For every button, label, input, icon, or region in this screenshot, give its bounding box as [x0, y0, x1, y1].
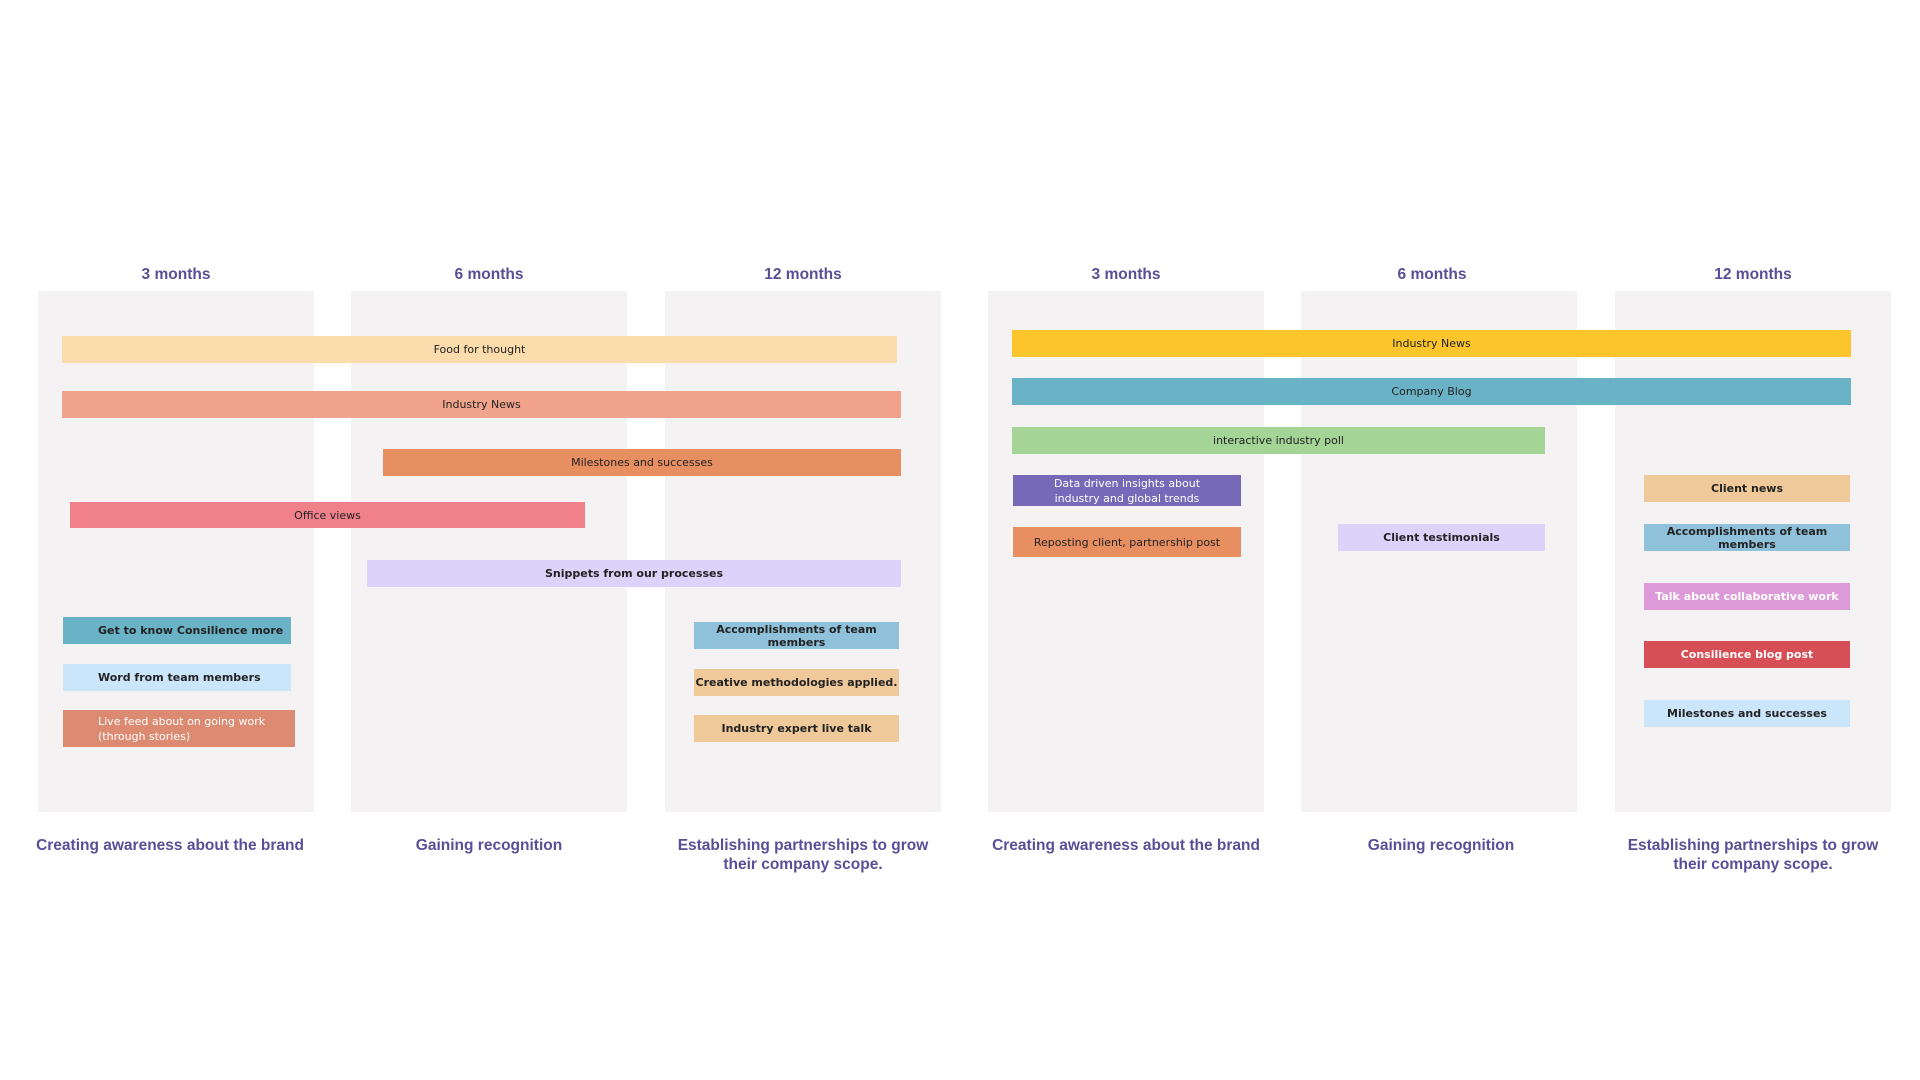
- column-header-3-months: 3 months: [1091, 266, 1161, 283]
- content-bar[interactable]: Snippets from our processes: [367, 560, 901, 587]
- content-card[interactable]: Consilience blog post: [1644, 641, 1850, 668]
- content-bar[interactable]: Industry News: [62, 391, 901, 418]
- column-header-3-months: 3 months: [141, 266, 211, 283]
- content-card[interactable]: Reposting client, partnership post: [1013, 527, 1241, 557]
- column-6-months: [351, 291, 627, 812]
- content-bar[interactable]: Company Blog: [1012, 378, 1851, 405]
- content-card[interactable]: Client news: [1644, 475, 1850, 502]
- column-header-12-months: 12 months: [1714, 266, 1792, 283]
- column-goal-3-months: Creating awareness about the brand: [992, 837, 1260, 854]
- content-bar[interactable]: Office views: [70, 502, 585, 528]
- column-goal-6-months: Gaining recognition: [415, 837, 563, 854]
- content-bar[interactable]: interactive industry poll: [1012, 427, 1545, 454]
- column-header-6-months: 6 months: [1397, 266, 1467, 283]
- content-card[interactable]: Data driven insights about industry and …: [1013, 475, 1241, 506]
- content-card[interactable]: Accomplishments of team members: [1644, 524, 1850, 551]
- column-header-6-months: 6 months: [454, 266, 524, 283]
- content-card[interactable]: Milestones and successes: [1644, 700, 1850, 727]
- content-card[interactable]: Get to know Consilience more: [63, 617, 291, 644]
- content-card[interactable]: Live feed about on going work (through s…: [63, 710, 295, 747]
- content-card[interactable]: Accomplishments of team members: [694, 622, 899, 649]
- content-card[interactable]: Client testimonials: [1338, 524, 1545, 551]
- content-bar[interactable]: Milestones and successes: [383, 449, 901, 476]
- content-bar[interactable]: Food for thought: [62, 336, 897, 363]
- column-goal-12-months: Establishing partnerships to grow their …: [677, 837, 929, 873]
- column-header-12-months: 12 months: [764, 266, 842, 283]
- content-card[interactable]: Industry expert live talk: [694, 715, 899, 742]
- content-card[interactable]: Talk about collaborative work: [1644, 583, 1850, 610]
- column-6-months: [1301, 291, 1577, 812]
- column-goal-3-months: Creating awareness about the brand: [36, 837, 304, 854]
- content-card[interactable]: Word from team members: [63, 664, 291, 691]
- content-card[interactable]: Creative methodologies applied.: [694, 669, 899, 696]
- column-12-months: [1615, 291, 1891, 812]
- column-goal-12-months: Establishing partnerships to grow their …: [1627, 837, 1879, 873]
- column-goal-6-months: Gaining recognition: [1367, 837, 1515, 854]
- content-bar[interactable]: Industry News: [1012, 330, 1851, 357]
